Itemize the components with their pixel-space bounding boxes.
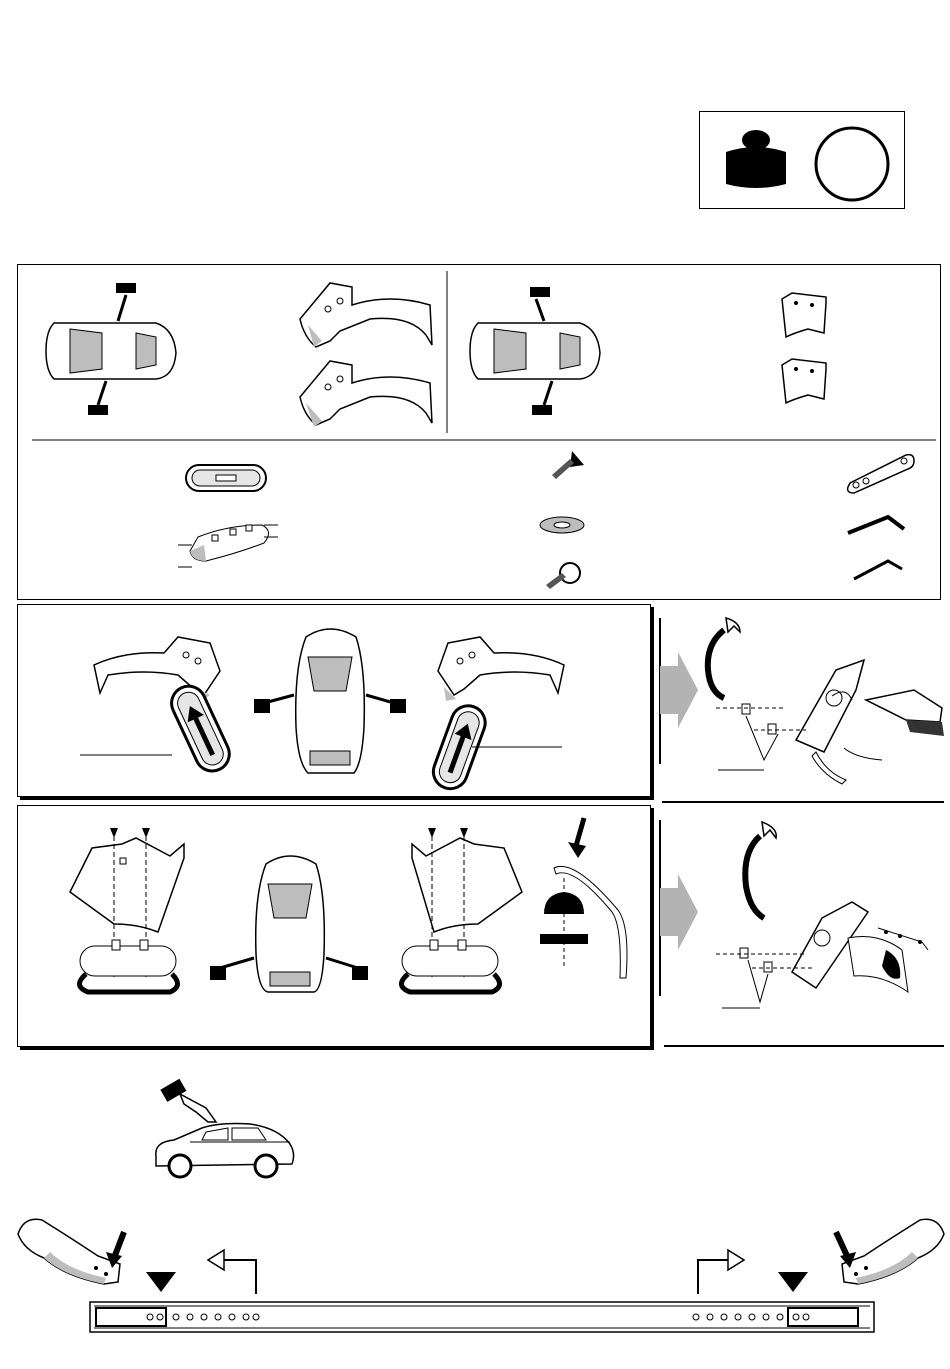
washer-icon	[540, 517, 584, 533]
bracket-icon	[438, 637, 564, 701]
rubber-pad-icon	[79, 940, 177, 992]
car-top-icon	[210, 856, 368, 992]
hex-key-large-icon	[848, 517, 904, 533]
screw-icon	[716, 704, 806, 734]
plate-icon	[848, 455, 914, 493]
arrow-right-icon	[660, 652, 698, 728]
legend-box	[699, 111, 905, 209]
rubber-pad-icon	[401, 940, 499, 992]
rotate-arrow-icon	[708, 618, 740, 698]
weight-icon	[726, 130, 786, 188]
screw-icon	[552, 451, 584, 479]
step-2-panel	[17, 805, 651, 1047]
foot-assembly-icon	[796, 660, 944, 784]
screw-icon	[716, 948, 812, 972]
rotate-arrow-icon	[745, 822, 776, 918]
bent-arrow-icon	[208, 1250, 256, 1294]
step-3	[150, 1078, 300, 1182]
hand-press-icon	[160, 1079, 216, 1122]
down-triangle-icon	[146, 1272, 176, 1292]
clip-alt-icon	[782, 359, 826, 403]
foot-assembly-icon	[792, 902, 928, 992]
bolt-icon	[546, 563, 580, 589]
foot-pad-labeled-icon	[178, 525, 278, 567]
bracket-left-alt-icon	[300, 361, 432, 427]
rubber-pad-icon	[540, 818, 627, 978]
parts-panel	[17, 264, 941, 600]
hex-key-small-icon	[854, 561, 902, 579]
foot-pad-icon	[186, 465, 266, 491]
clip-icon	[782, 293, 826, 337]
step-1-panel	[17, 604, 651, 797]
circle-icon	[816, 128, 888, 200]
foot-right-icon	[836, 1219, 944, 1284]
car-top-icon	[470, 287, 600, 415]
step-2-detail	[656, 806, 946, 1050]
foot-left-icon	[18, 1219, 124, 1284]
foot-pad-icon	[166, 681, 235, 777]
bracket-left-icon	[300, 283, 432, 347]
bar-icon	[90, 1302, 874, 1332]
arrow-right-icon	[660, 874, 698, 950]
down-triangle-icon	[778, 1272, 808, 1292]
bent-arrow-icon	[698, 1250, 744, 1294]
step-4	[14, 1212, 948, 1338]
car-top-icon	[254, 629, 406, 773]
car-side-icon	[156, 1124, 294, 1178]
step-1-detail	[656, 604, 946, 804]
car-top-icon	[46, 283, 176, 415]
